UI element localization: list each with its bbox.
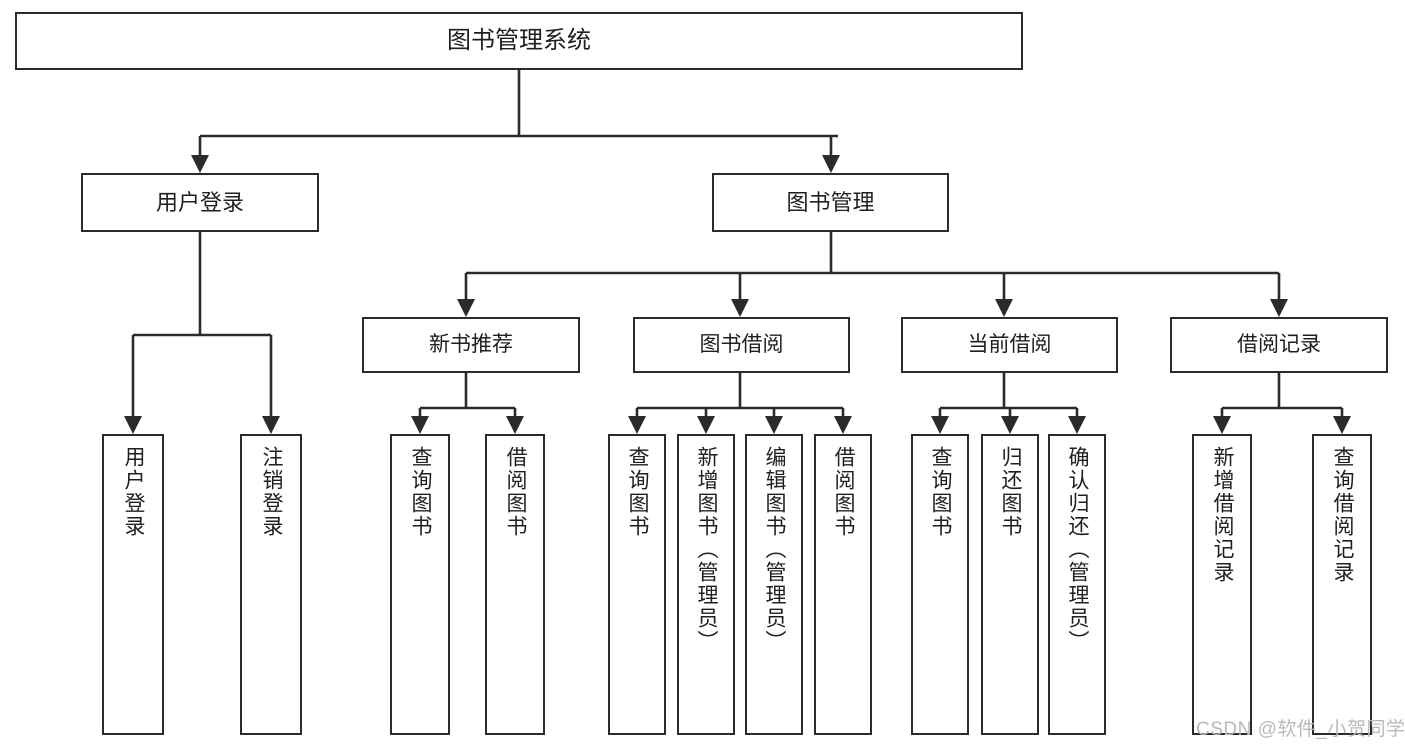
node-user-login-label: 用户登录	[155, 189, 244, 215]
node-book-management-label: 图书管理	[786, 189, 875, 215]
node-root[interactable]: 图书管理系统	[15, 12, 1023, 70]
node-leaf-query-book-recommend[interactable]: 查询图书	[390, 434, 450, 735]
node-leaf-query-book-label: 查询图书	[626, 446, 650, 538]
node-leaf-logout[interactable]: 注销登录	[240, 434, 302, 735]
node-new-book-recommend-label: 新书推荐	[429, 332, 513, 356]
node-leaf-query-borrow-record-label: 查询借阅记录	[1331, 446, 1355, 584]
node-current-borrow-label: 当前借阅	[967, 332, 1052, 356]
node-new-book-recommend[interactable]: 新书推荐	[362, 317, 580, 373]
node-current-borrow[interactable]: 当前借阅	[901, 317, 1118, 373]
node-leaf-query-book-current-label: 查询图书	[929, 446, 953, 538]
node-leaf-add-borrow-record[interactable]: 新增借阅记录	[1192, 434, 1252, 735]
node-leaf-borrow-book-recommend[interactable]: 借阅图书	[485, 434, 545, 735]
node-leaf-add-book-admin[interactable]: 新增图书（管理员）	[677, 434, 735, 735]
node-leaf-user-login[interactable]: 用户登录	[102, 434, 164, 735]
node-book-borrow[interactable]: 图书借阅	[633, 317, 850, 373]
node-leaf-query-borrow-record[interactable]: 查询借阅记录	[1312, 434, 1372, 735]
node-borrow-record[interactable]: 借阅记录	[1170, 317, 1388, 373]
node-leaf-add-book-admin-label: 新增图书（管理员）	[695, 446, 719, 653]
node-user-login[interactable]: 用户登录	[81, 173, 319, 232]
node-leaf-edit-book-admin-label: 编辑图书（管理员）	[763, 446, 787, 653]
node-leaf-return-book[interactable]: 归还图书	[981, 434, 1039, 735]
node-leaf-add-borrow-record-label: 新增借阅记录	[1211, 446, 1235, 584]
node-leaf-borrow-book-recommend-label: 借阅图书	[504, 446, 528, 538]
node-root-label: 图书管理系统	[447, 26, 591, 54]
node-leaf-return-book-label: 归还图书	[999, 446, 1023, 538]
node-book-borrow-label: 图书借阅	[699, 332, 784, 356]
node-borrow-record-label: 借阅记录	[1237, 332, 1321, 356]
node-leaf-confirm-return-admin[interactable]: 确认归还（管理员）	[1048, 434, 1106, 735]
node-leaf-confirm-return-admin-label: 确认归还（管理员）	[1066, 446, 1090, 653]
node-leaf-borrow-book[interactable]: 借阅图书	[814, 434, 872, 735]
csdn-watermark: CSDN @软件_小贺同学	[1196, 719, 1405, 740]
node-leaf-user-login-label: 用户登录	[122, 446, 146, 538]
node-leaf-query-book-current[interactable]: 查询图书	[911, 434, 969, 735]
node-leaf-borrow-book-label: 借阅图书	[832, 446, 856, 538]
node-leaf-logout-label: 注销登录	[260, 446, 284, 538]
node-leaf-query-book[interactable]: 查询图书	[608, 434, 666, 735]
node-leaf-query-book-recommend-label: 查询图书	[409, 446, 433, 538]
node-book-management[interactable]: 图书管理	[712, 173, 949, 232]
node-leaf-edit-book-admin[interactable]: 编辑图书（管理员）	[745, 434, 803, 735]
